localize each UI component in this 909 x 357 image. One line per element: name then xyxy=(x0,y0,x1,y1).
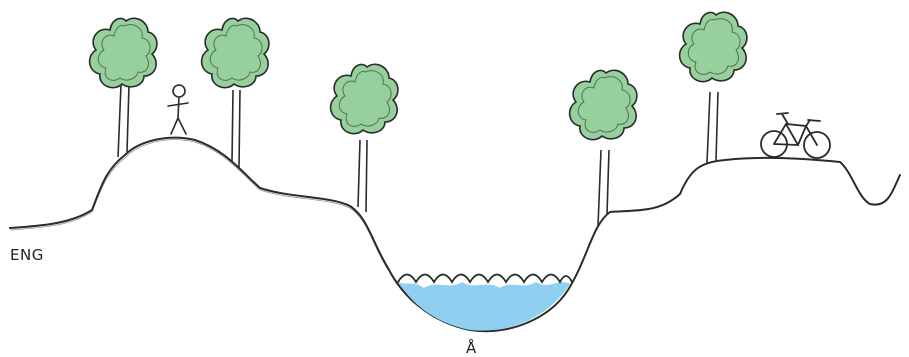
water-icon xyxy=(398,275,572,331)
tree-icon xyxy=(570,70,637,226)
tree-icon xyxy=(680,12,747,163)
meadow-label: ENG xyxy=(10,246,44,264)
tree-icon xyxy=(331,64,398,212)
person-icon xyxy=(168,85,188,134)
tree-icon xyxy=(90,18,157,157)
stream-label: Å xyxy=(466,339,477,357)
tree-icon xyxy=(202,18,269,168)
bicycle-icon xyxy=(761,113,830,158)
